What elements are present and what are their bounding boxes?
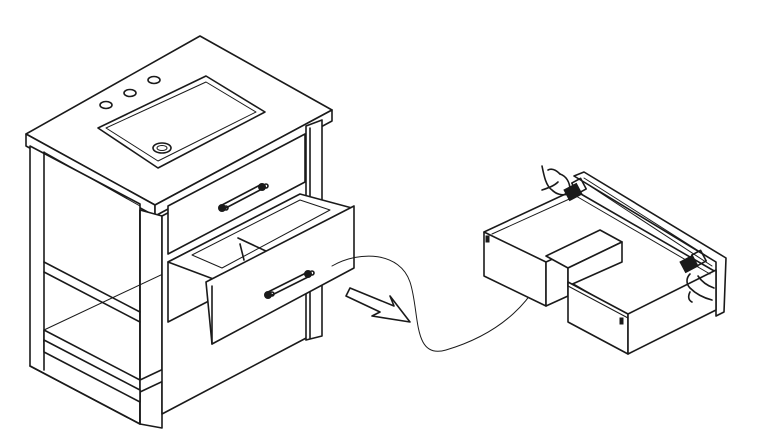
lower-drawer-pull-icon [264, 270, 315, 299]
sink-basin [97, 75, 266, 169]
front-left-leg [139, 209, 163, 429]
hand-right-releasing-clip-icon [679, 249, 715, 303]
hand-left-releasing-clip-icon [541, 165, 588, 202]
drain-icon [152, 142, 172, 154]
lower-drawer-front [205, 205, 355, 345]
upper-drawer-pull-icon [218, 183, 269, 212]
removal-arrow-icon [345, 287, 411, 323]
lower-drawer-open [167, 193, 355, 345]
upper-drawer-front [167, 133, 306, 255]
vanity-cabinet [25, 35, 355, 429]
u-shaped-drawer-detail [483, 165, 727, 355]
faucet-holes-icon [99, 75, 161, 110]
